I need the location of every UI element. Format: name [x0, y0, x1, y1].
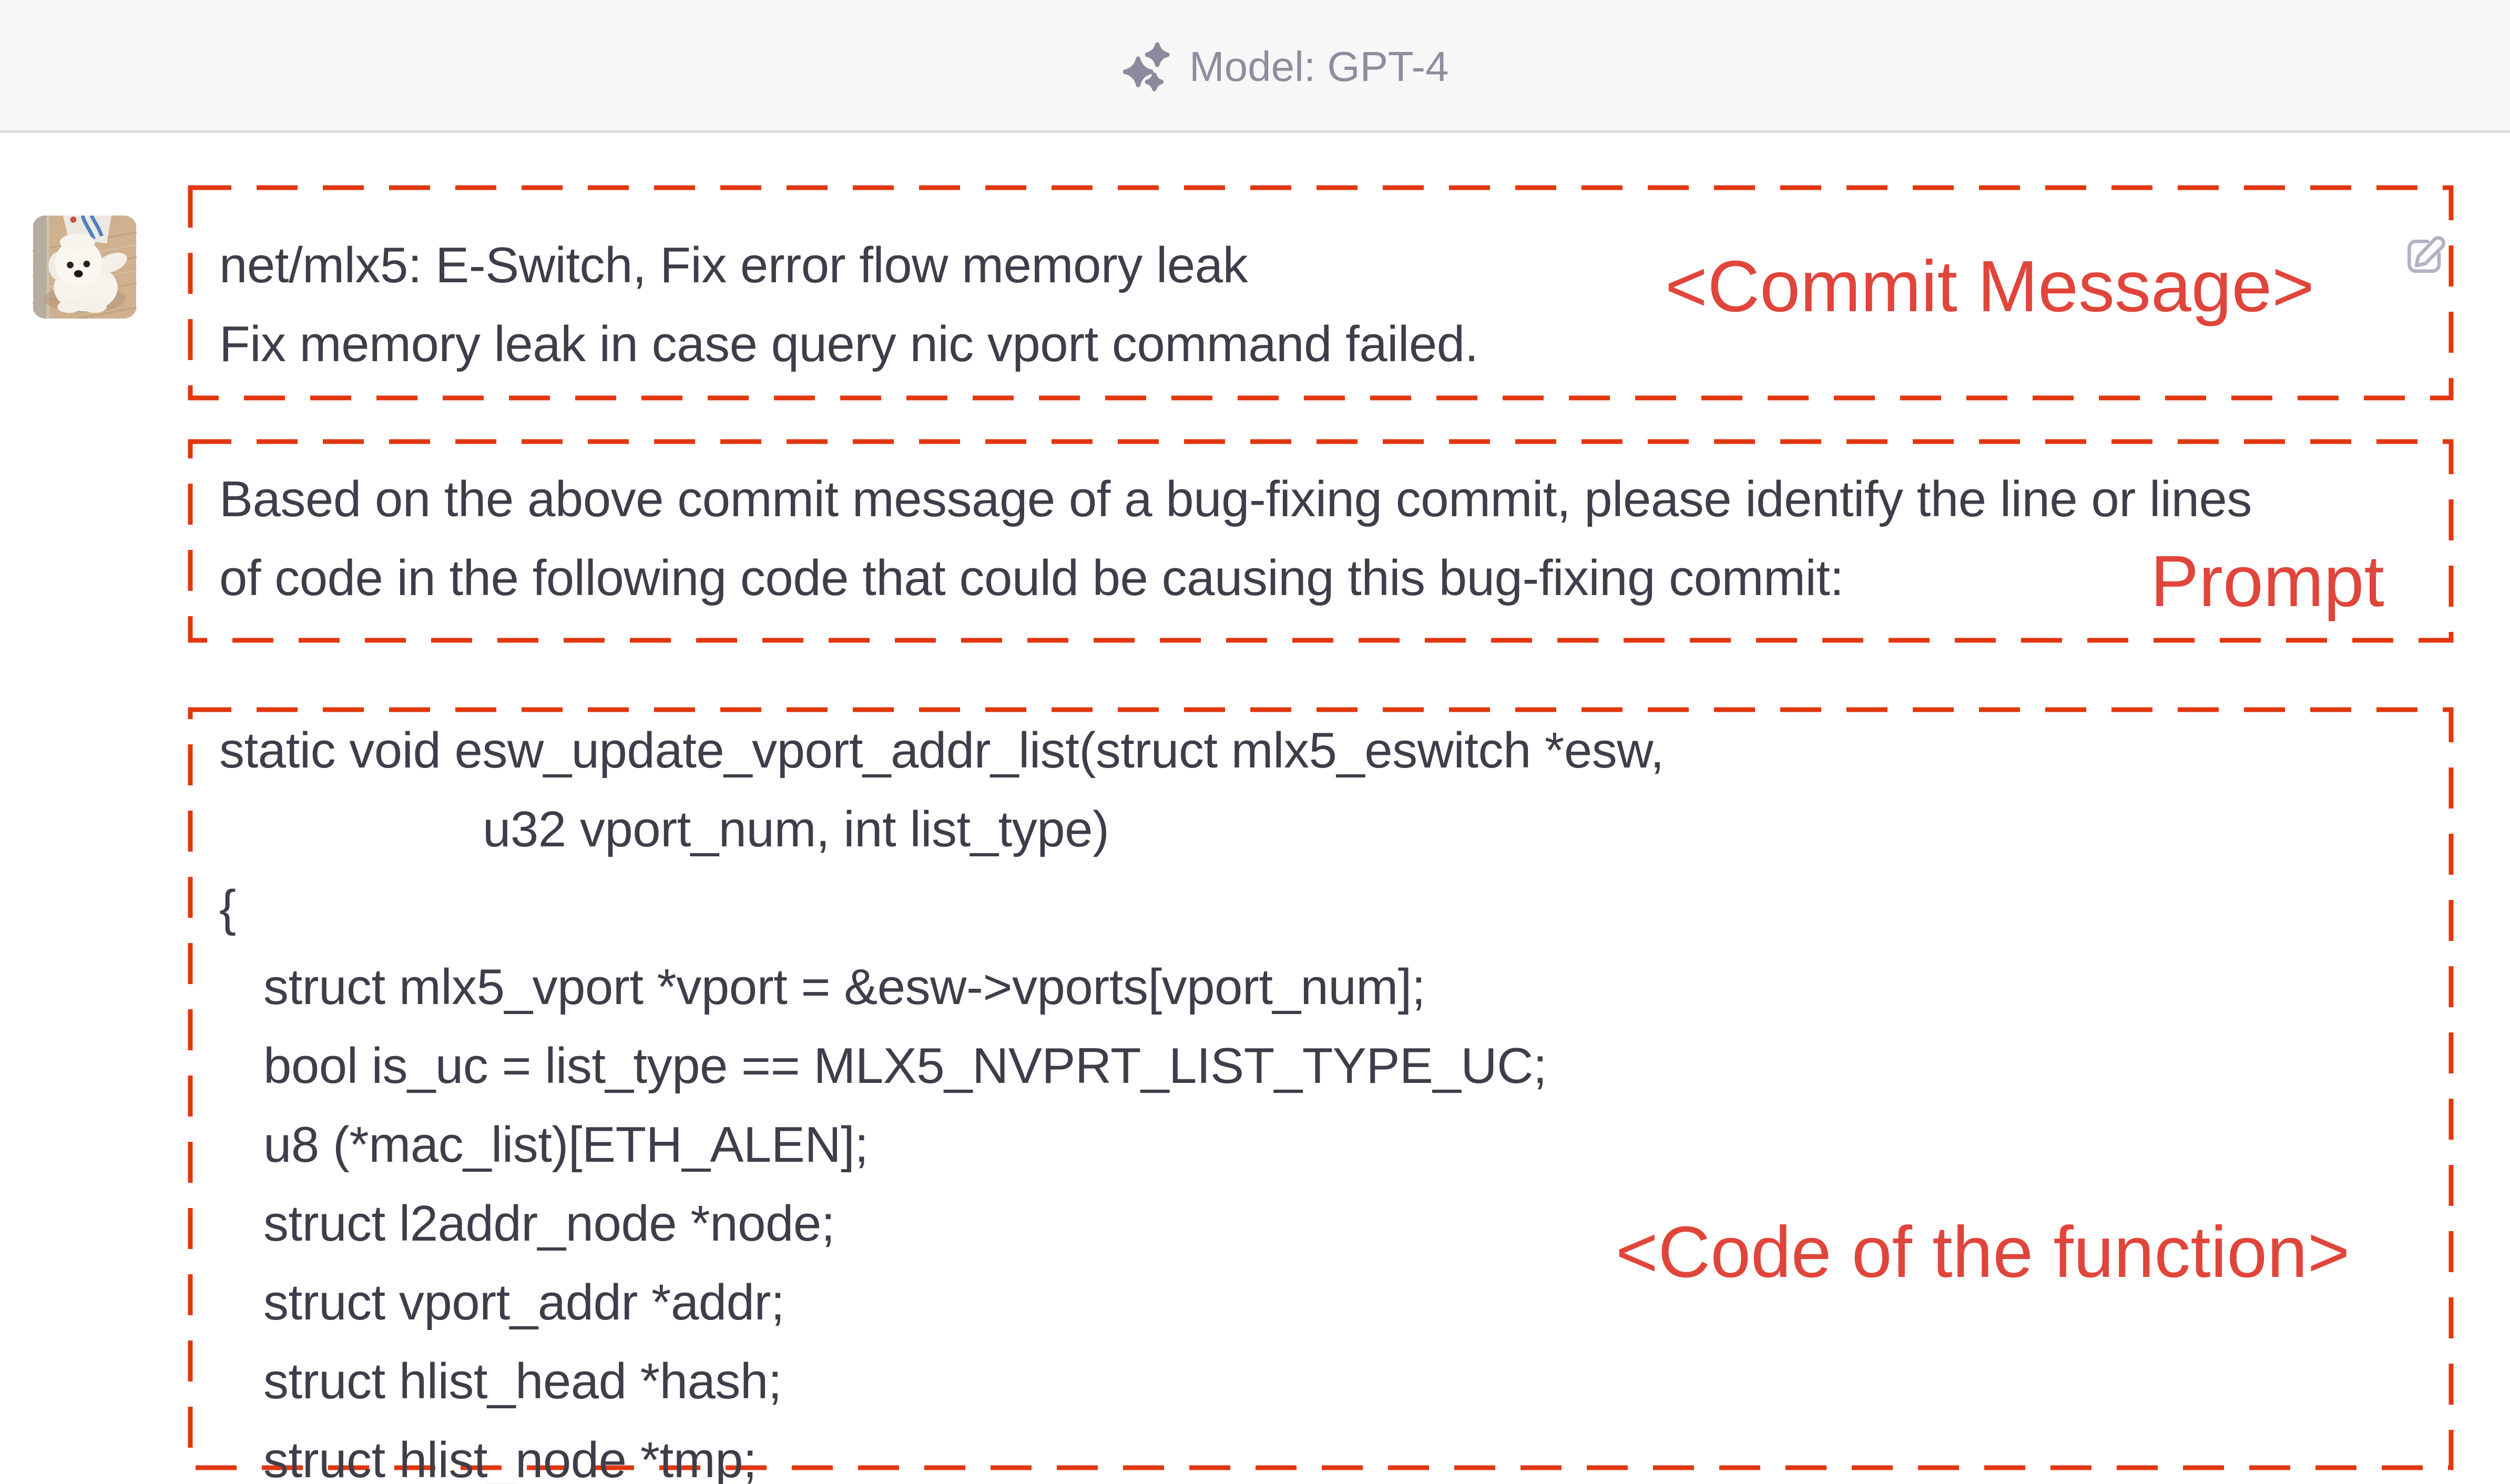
code-of-function-box: static void esw_update_vport_addr_list(s… — [188, 707, 2454, 1484]
puppy-photo-icon — [33, 216, 137, 319]
code-line: bool is_uc = list_type == MLX5_NVPRT_LIS… — [263, 1038, 1547, 1094]
model-header: Model: GPT-4 — [0, 0, 2510, 133]
code-line: struct mlx5_vport *vport = &esw->vports[… — [263, 959, 1426, 1015]
prompt-box: Based on the above commit message of a b… — [188, 439, 2454, 643]
model-label: Model: GPT-4 — [1189, 43, 1449, 90]
commit-message-line: net/mlx5: E-Switch, Fix error flow memor… — [219, 237, 1248, 293]
code-line: u8 (*mac_list)[ETH_ALEN]; — [263, 1117, 869, 1173]
commit-message-line: Fix memory leak in case query nic vport … — [219, 316, 1478, 372]
commit-message-box: net/mlx5: E-Switch, Fix error flow memor… — [188, 185, 2454, 401]
dashed-border — [188, 439, 2454, 643]
user-avatar — [33, 216, 137, 319]
code-text: static void esw_update_vport_addr_list(s… — [219, 711, 1664, 1484]
code-annotation: <Code of the function> — [1616, 1212, 2350, 1293]
prompt-line: of code in the following code that could… — [219, 550, 1844, 606]
prompt-line: Based on the above commit message of a b… — [219, 471, 2252, 527]
code-line: { — [219, 880, 236, 936]
code-line: static void esw_update_vport_addr_list(s… — [219, 722, 1664, 779]
code-line: struct hlist_head *hash; — [263, 1353, 782, 1409]
dashed-border — [188, 707, 2454, 1470]
commit-message-annotation: <Commit Message> — [1665, 246, 2314, 327]
edit-pencil-icon — [2407, 236, 2446, 273]
commit-message-text: net/mlx5: E-Switch, Fix error flow memor… — [219, 226, 1478, 384]
prompt-text: Based on the above commit message of a b… — [219, 460, 2252, 618]
edit-message-button[interactable] — [2402, 230, 2451, 281]
code-line: struct vport_addr *addr; — [263, 1274, 785, 1331]
model-header-content: Model: GPT-4 — [1123, 0, 1449, 133]
dashed-border — [188, 185, 2454, 401]
sparkles-icon — [1123, 42, 1170, 91]
code-line: struct l2addr_node *node; — [263, 1195, 835, 1252]
code-line: struct hlist_node *tmp; — [263, 1432, 757, 1484]
prompt-annotation: Prompt — [2150, 541, 2384, 622]
code-line: u32 vport_num, int list_type) — [483, 801, 1109, 857]
